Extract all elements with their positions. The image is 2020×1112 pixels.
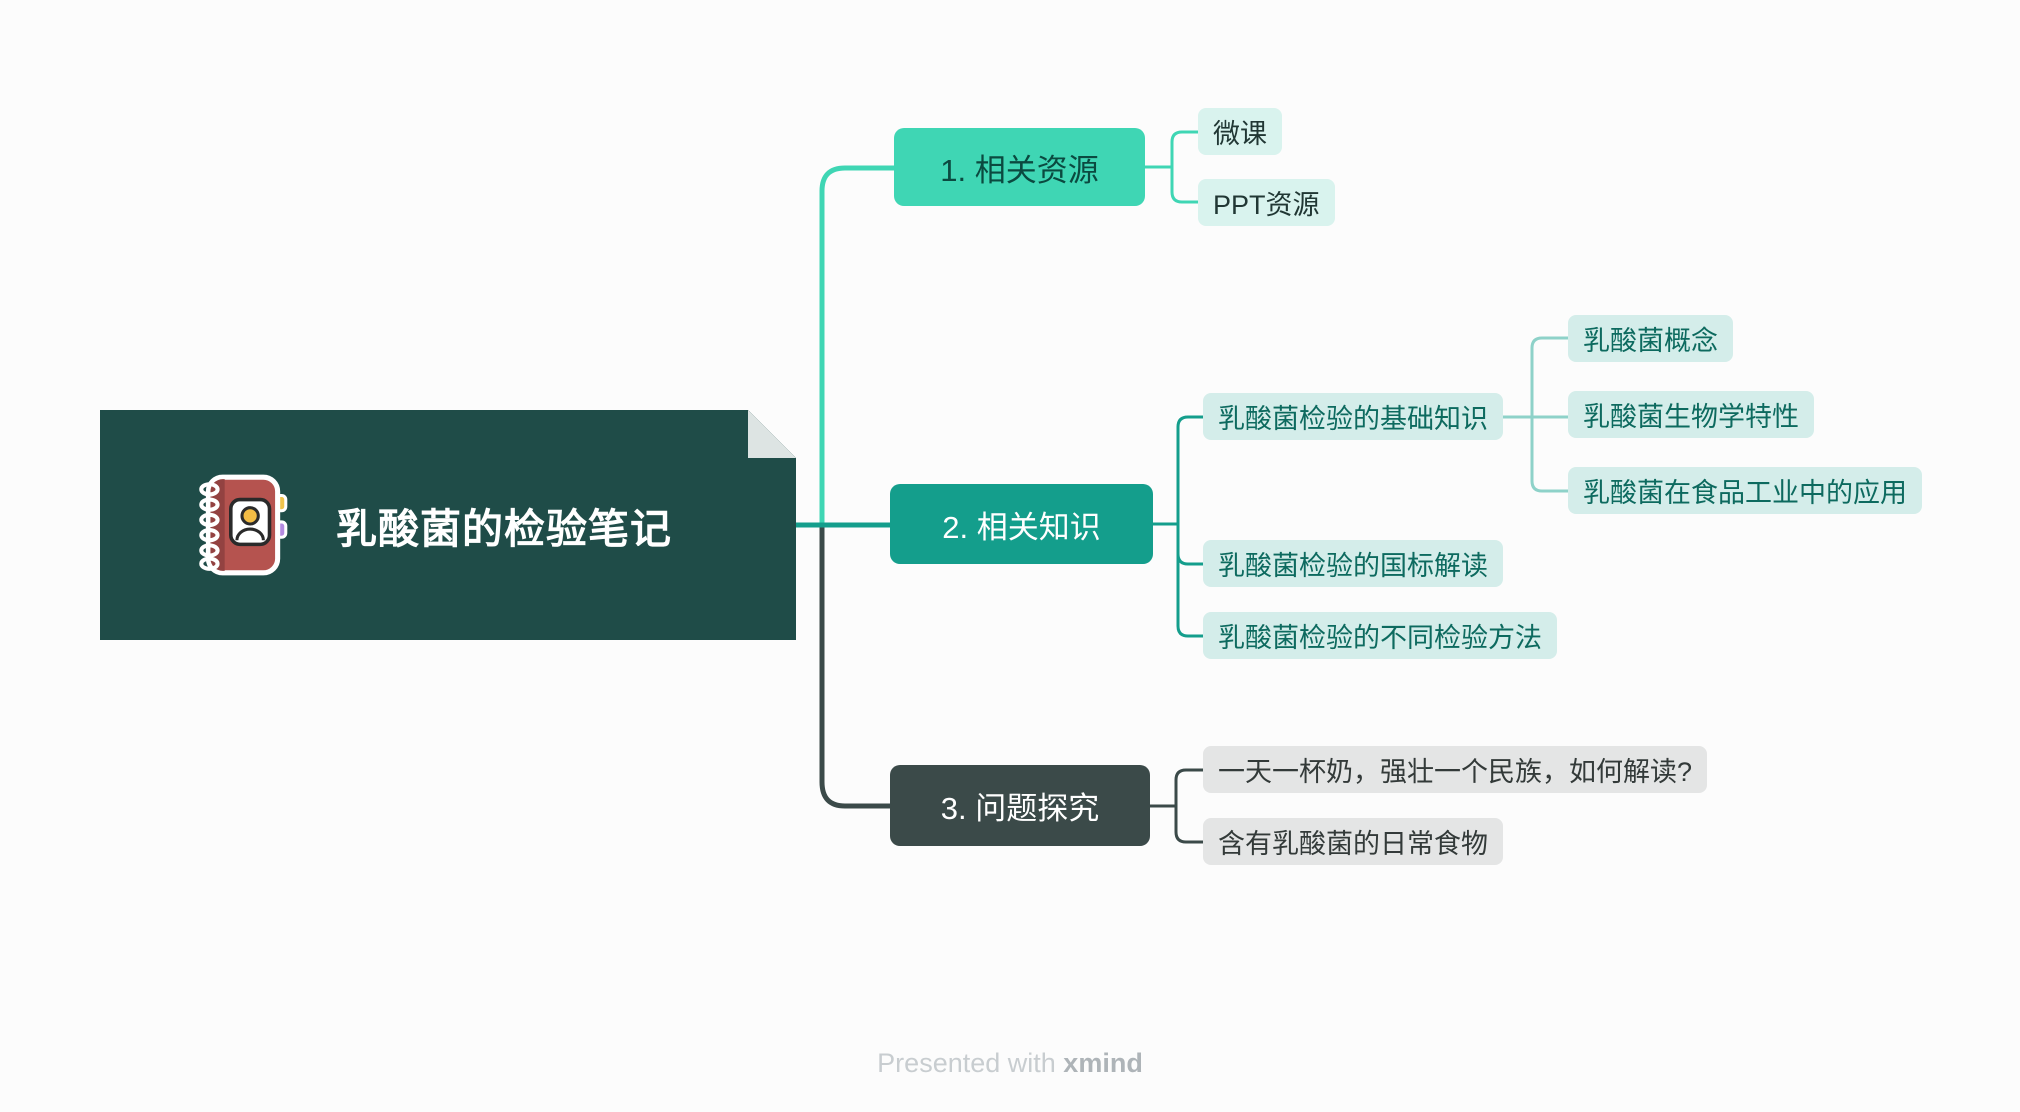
grandchild-biological-traits[interactable]: 乳酸菌生物学特性 (1568, 391, 1814, 438)
child-ppt-resources[interactable]: PPT资源 (1198, 179, 1335, 226)
child-test-methods[interactable]: 乳酸菌检验的不同检验方法 (1203, 612, 1557, 659)
connector-b3-child-2 (1174, 804, 1212, 844)
notebook-icon (186, 469, 298, 581)
child-micro-lesson[interactable]: 微课 (1198, 108, 1282, 155)
child-basic-knowledge[interactable]: 乳酸菌检验的基础知识 (1203, 393, 1503, 440)
branch-question-inquiry[interactable]: 3. 问题探究 (890, 765, 1150, 846)
connector-b1-child-2 (1170, 165, 1207, 204)
connector-b2-child-1 (1176, 415, 1212, 526)
connector-b2-gc-1 (1530, 336, 1570, 419)
central-topic[interactable]: 乳酸菌的检验笔记 (100, 410, 796, 640)
branch-related-knowledge[interactable]: 2. 相关知识 (890, 484, 1153, 564)
grandchild-lab-concept[interactable]: 乳酸菌概念 (1568, 315, 1733, 362)
child-daily-foods[interactable]: 含有乳酸菌的日常食物 (1203, 818, 1503, 865)
central-topic-title: 乳酸菌的检验笔记 (336, 506, 672, 552)
child-national-standard[interactable]: 乳酸菌检验的国标解读 (1203, 540, 1503, 587)
connector-b2-child-3 (1176, 522, 1212, 638)
connector-branch-3 (819, 522, 899, 809)
grandchild-food-industry-use[interactable]: 乳酸菌在食品工业中的应用 (1568, 467, 1922, 514)
connector-b1-child-1 (1170, 130, 1207, 169)
child-milk-slogan-question[interactable]: 一天一杯奶，强壮一个民族，如何解读? (1203, 746, 1708, 793)
watermark: Presented with xmind (0, 1048, 2020, 1079)
watermark-brand: xmind (1063, 1048, 1143, 1078)
connector-b3-child-1 (1174, 768, 1212, 808)
connector-branch-1 (819, 165, 903, 528)
branch-related-resources[interactable]: 1. 相关资源 (894, 128, 1145, 206)
watermark-text: Presented with (877, 1048, 1056, 1078)
connector-b2-gc-3 (1530, 415, 1570, 493)
